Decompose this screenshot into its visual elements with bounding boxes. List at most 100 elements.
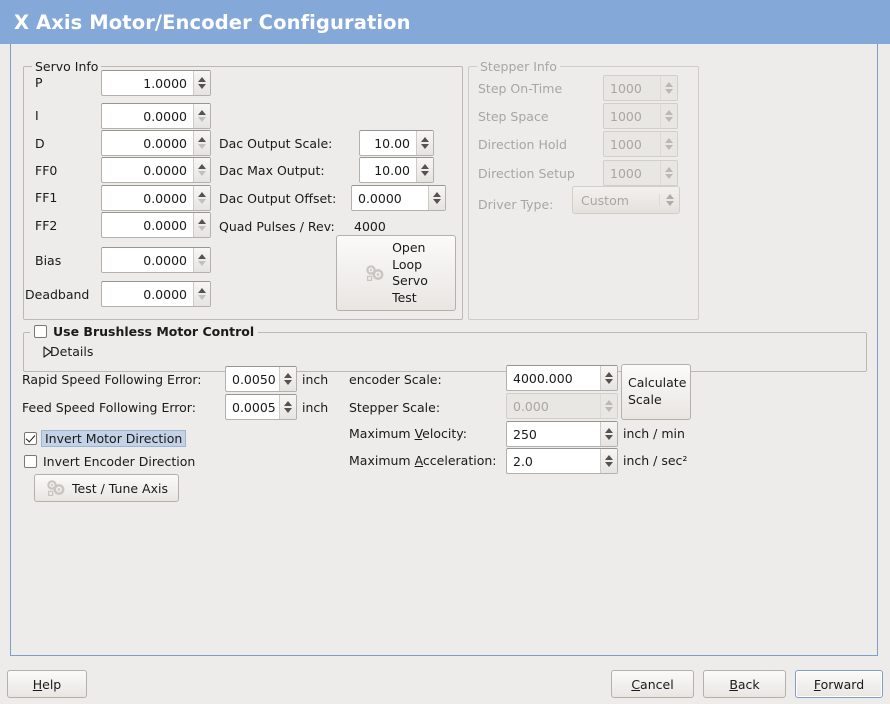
- feed-following-error-label: Feed Speed Following Error:: [22, 400, 196, 415]
- maximum-velocity-stepper[interactable]: [600, 422, 617, 446]
- dac-output-offset-spinbutton[interactable]: 0.0000: [351, 185, 446, 211]
- servo-d-value[interactable]: 0.0000: [143, 135, 187, 151]
- dac-max-output-spinbutton[interactable]: 10.00: [359, 157, 434, 183]
- servo-label-d: D: [35, 136, 45, 151]
- servo-label-bias: Bias: [35, 253, 62, 268]
- dac-output-scale-stepper[interactable]: [416, 131, 433, 155]
- test-tune-axis-button[interactable]: Test / Tune Axis: [34, 474, 179, 502]
- maximum-acceleration-label: Maximum Acceleration:: [349, 453, 497, 468]
- calculate-scale-line-1: Calculate: [628, 375, 687, 391]
- servo-ff1-spinbutton[interactable]: 0.0000: [101, 185, 211, 211]
- encoder-scale-value[interactable]: 4000.000: [513, 370, 573, 386]
- feed-following-error-value[interactable]: 0.0005: [232, 399, 276, 415]
- maximum-acceleration-stepper[interactable]: [600, 449, 617, 473]
- maximum-velocity-label: Maximum Velocity:: [349, 426, 467, 441]
- servo-p-spinbutton[interactable]: 1.0000: [101, 70, 211, 96]
- maximum-acceleration-spinbutton[interactable]: 2.0: [506, 448, 618, 474]
- servo-bias-spinbutton[interactable]: 0.0000: [101, 247, 211, 273]
- feed-following-error-spinbutton[interactable]: 0.0005: [225, 394, 297, 420]
- back-button[interactable]: Back: [703, 670, 786, 698]
- servo-ff0-stepper[interactable]: [193, 158, 210, 182]
- quad-pulses-value: 4000: [354, 219, 386, 234]
- gears-icon: [364, 264, 386, 282]
- dac-max-output-value[interactable]: 10.00: [374, 162, 410, 178]
- stepper-scale-value: 0.000: [513, 398, 549, 414]
- dac-output-offset-stepper[interactable]: [428, 186, 445, 210]
- open-loop-line-2: Loop: [392, 256, 423, 272]
- use-brushless-motor-control-checkbox[interactable]: Use Brushless Motor Control: [30, 324, 259, 339]
- servo-info-title: Servo Info: [32, 59, 102, 74]
- direction-setup-value: 1000: [610, 165, 642, 181]
- servo-label-ff2: FF2: [35, 218, 58, 233]
- stepper-scale-stepper: [600, 394, 617, 418]
- step-space-spinbutton: 1000: [603, 103, 678, 129]
- action-bar: Help Cancel Back Forward: [0, 660, 890, 704]
- dac-output-offset-value[interactable]: 0.0000: [358, 190, 402, 206]
- maximum-velocity-value[interactable]: 250: [513, 426, 537, 442]
- dac-output-scale-spinbutton[interactable]: 10.00: [359, 130, 434, 156]
- maximum-velocity-spinbutton[interactable]: 250: [506, 421, 618, 447]
- servo-ff2-value[interactable]: 0.0000: [143, 217, 187, 233]
- open-loop-line-1: Open: [392, 240, 426, 255]
- invert-encoder-direction-checkbox[interactable]: Invert Encoder Direction: [24, 454, 195, 469]
- rapid-following-error-units: inch: [302, 372, 329, 387]
- servo-i-spinbutton[interactable]: 0.0000: [101, 103, 211, 129]
- invert-motor-checkbox-box[interactable]: [24, 432, 37, 445]
- help-button[interactable]: Help: [7, 670, 87, 698]
- step-on-time-value: 1000: [610, 80, 642, 96]
- forward-button[interactable]: Forward: [795, 670, 883, 698]
- quad-pulses-label: Quad Pulses / Rev:: [219, 219, 335, 234]
- maximum-velocity-units: inch / min: [623, 426, 685, 441]
- feed-following-error-stepper[interactable]: [279, 395, 296, 419]
- rapid-following-error-spinbutton[interactable]: 0.0050: [225, 366, 297, 392]
- stepper-scale-spinbutton: 0.000: [506, 393, 618, 419]
- servo-ff1-stepper[interactable]: [193, 186, 210, 210]
- servo-d-stepper[interactable]: [193, 131, 210, 155]
- calculate-scale-line-2: Scale: [628, 392, 662, 407]
- invert-encoder-checkbox-box[interactable]: [24, 455, 37, 468]
- servo-ff2-spinbutton[interactable]: 0.0000: [101, 212, 211, 238]
- servo-deadband-stepper[interactable]: [193, 282, 210, 306]
- servo-bias-value[interactable]: 0.0000: [143, 252, 187, 268]
- servo-deadband-spinbutton[interactable]: 0.0000: [101, 281, 211, 307]
- invert-motor-direction-checkbox[interactable]: Invert Motor Direction: [24, 430, 187, 447]
- encoder-scale-spinbutton[interactable]: 4000.000: [506, 365, 618, 391]
- servo-i-value[interactable]: 0.0000: [143, 108, 187, 124]
- servo-ff1-value[interactable]: 0.0000: [143, 190, 187, 206]
- direction-hold-spinbutton: 1000: [603, 131, 678, 157]
- direction-hold-value: 1000: [610, 136, 642, 152]
- details-expander-label: Details: [50, 344, 94, 359]
- servo-p-stepper[interactable]: [193, 71, 210, 95]
- direction-hold-label: Direction Hold: [478, 137, 567, 152]
- encoder-scale-stepper[interactable]: [600, 366, 617, 390]
- step-on-time-spinbutton: 1000: [603, 75, 678, 101]
- window-title: X Axis Motor/Encoder Configuration: [14, 10, 411, 34]
- servo-ff0-spinbutton[interactable]: 0.0000: [101, 157, 211, 183]
- servo-ff2-stepper[interactable]: [193, 213, 210, 237]
- dac-output-scale-value[interactable]: 10.00: [374, 135, 410, 151]
- maximum-acceleration-units: inch / sec²: [623, 453, 688, 468]
- calculate-scale-button[interactable]: Calculate Scale: [621, 364, 691, 420]
- open-loop-servo-test-button[interactable]: Open Loop Servo Test: [336, 235, 456, 311]
- rapid-following-error-value[interactable]: 0.0050: [232, 371, 276, 387]
- driver-type-combobox: Custom: [572, 186, 680, 214]
- cancel-button[interactable]: Cancel: [611, 670, 694, 698]
- servo-i-stepper[interactable]: [193, 104, 210, 128]
- servo-deadband-value[interactable]: 0.0000: [143, 286, 187, 302]
- driver-type-value: Custom: [581, 192, 629, 208]
- encoder-scale-label: encoder Scale:: [349, 372, 442, 387]
- content-panel: Servo Info P I D FF0 FF1 FF2 Bias Deadba…: [10, 44, 878, 656]
- rapid-following-error-stepper[interactable]: [279, 367, 296, 391]
- maximum-acceleration-value[interactable]: 2.0: [513, 453, 533, 469]
- servo-d-spinbutton[interactable]: 0.0000: [101, 130, 211, 156]
- servo-label-p: P: [35, 75, 43, 90]
- feed-following-error-units: inch: [302, 400, 329, 415]
- brushless-checkbox-box[interactable]: [34, 325, 47, 338]
- servo-bias-stepper[interactable]: [193, 248, 210, 272]
- servo-ff0-value[interactable]: 0.0000: [143, 162, 187, 178]
- direction-hold-stepper: [660, 132, 677, 156]
- servo-p-value[interactable]: 1.0000: [143, 75, 187, 91]
- details-expander[interactable]: Details: [34, 344, 93, 359]
- dac-max-output-stepper[interactable]: [416, 158, 433, 182]
